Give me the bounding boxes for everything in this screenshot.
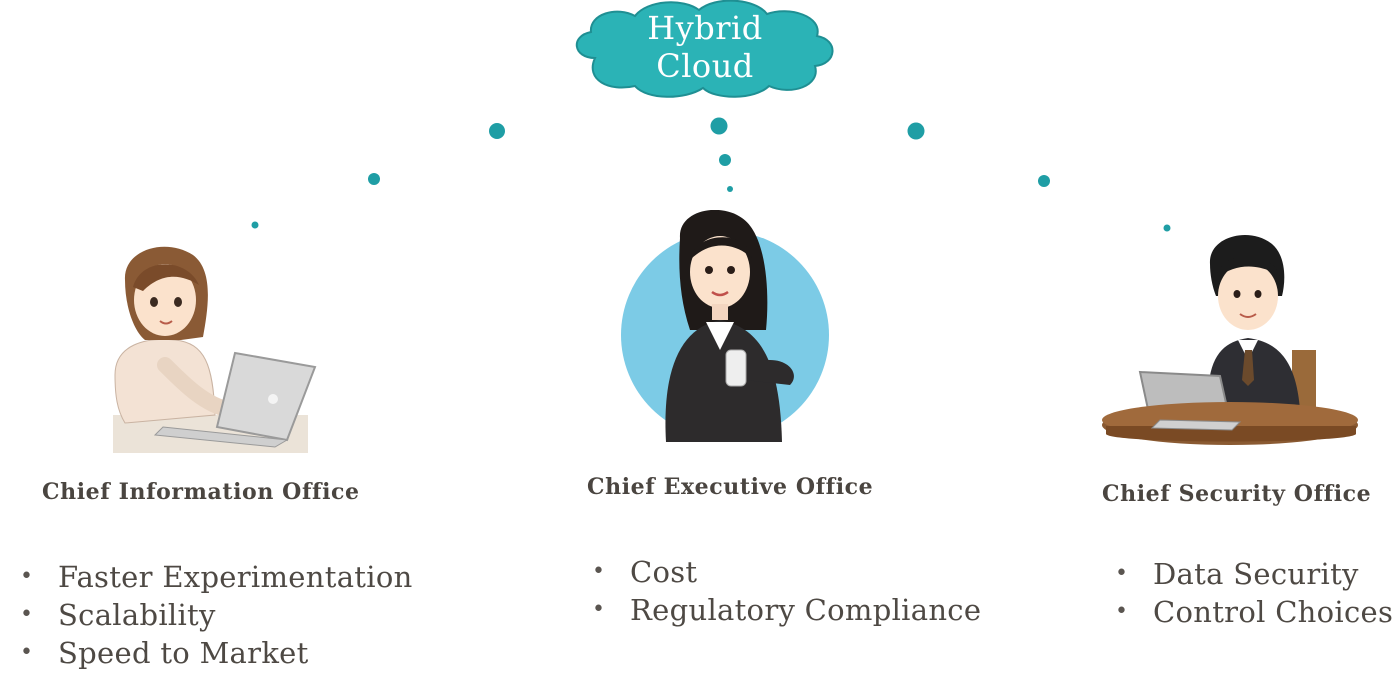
businesswoman-illustration bbox=[621, 210, 829, 442]
cloud-label-line2: Cloud bbox=[656, 47, 754, 85]
woman-with-laptop-illustration bbox=[113, 246, 317, 453]
list-item: Control Choices bbox=[1113, 593, 1393, 631]
dot bbox=[907, 122, 925, 140]
ceo-bullet-list: Cost Regulatory Compliance bbox=[590, 553, 981, 629]
dot bbox=[489, 123, 505, 139]
cloud-icon bbox=[575, 0, 834, 98]
dot bbox=[1038, 175, 1050, 187]
dot bbox=[710, 117, 728, 135]
ceo-title: Chief Executive Office bbox=[587, 474, 874, 500]
cio-title: Chief Information Office bbox=[42, 479, 360, 505]
dot bbox=[727, 186, 733, 192]
cio-bullet-list: Faster Experimentation Scalability Speed… bbox=[18, 558, 413, 672]
list-item: Regulatory Compliance bbox=[590, 591, 981, 629]
cloud-label-line1: Hybrid bbox=[647, 9, 763, 47]
cso-bullet-list: Data Security Control Choices bbox=[1113, 555, 1393, 631]
list-item: Scalability bbox=[18, 596, 413, 634]
dot bbox=[1163, 224, 1171, 232]
list-item: Cost bbox=[590, 553, 981, 591]
dot bbox=[719, 154, 731, 166]
businessman-at-desk-illustration bbox=[1102, 234, 1358, 445]
dot bbox=[251, 221, 259, 229]
list-item: Faster Experimentation bbox=[18, 558, 413, 596]
dot bbox=[368, 173, 380, 185]
cso-title: Chief Security Office bbox=[1102, 481, 1372, 507]
list-item: Data Security bbox=[1113, 555, 1393, 593]
list-item: Speed to Market bbox=[18, 634, 413, 672]
